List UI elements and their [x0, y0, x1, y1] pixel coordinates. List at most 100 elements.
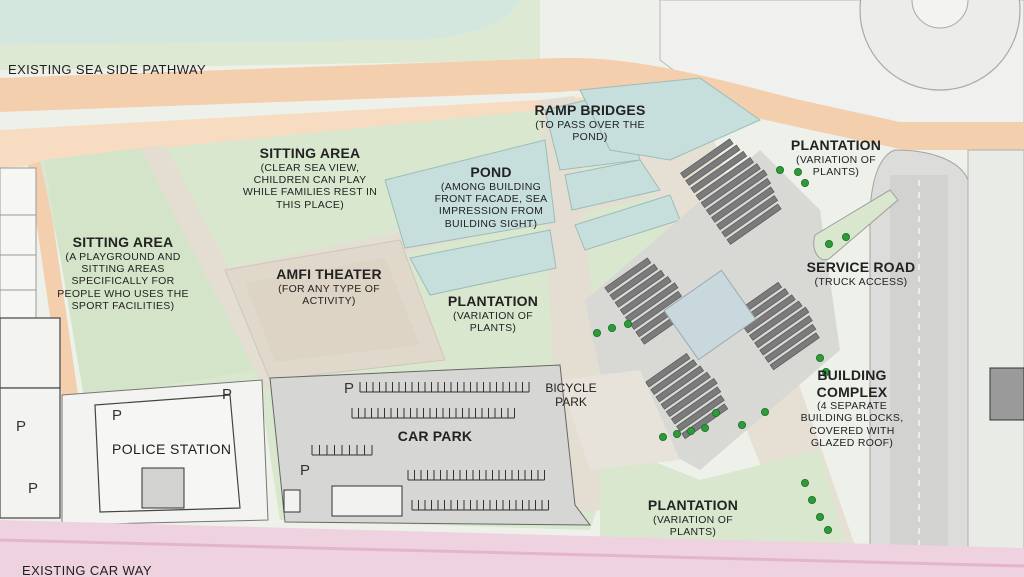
pond-middle [564, 159, 661, 211]
parking-symbol: P [28, 480, 39, 497]
sitting-area-left-title: SITTING AREA [72, 234, 174, 250]
amfi-theater-title: AMFI THEATER [276, 266, 382, 282]
roof-slat [614, 269, 665, 308]
bicycle-park-line1: BICYCLE [545, 381, 597, 395]
car-way-band [0, 520, 1024, 577]
police-hatch [141, 467, 185, 509]
roof-slat [726, 203, 782, 245]
tree [608, 323, 617, 332]
tree [816, 353, 825, 362]
plantation-south [600, 440, 850, 560]
plantation-mid-label: PLANTATION (VARIATION OF PLANTS) [434, 293, 552, 334]
roof-slat [705, 169, 768, 216]
tree [808, 495, 817, 504]
left-lower-block [0, 387, 61, 519]
car-park-area [269, 364, 592, 526]
sitting-area-center-label: SITTING AREA (CLEAR SEA VIEW, CHILDREN C… [236, 145, 384, 211]
car-way-label: EXISTING CAR WAY [22, 563, 152, 577]
tree [673, 429, 682, 438]
roundabout-inner [911, 0, 969, 29]
police-station-label: POLICE STATION [112, 441, 232, 457]
roof-slat [670, 386, 722, 425]
amfi-theater-label: AMFI THEATER (FOR ANY TYPE OF ACTIVITY) [262, 266, 396, 307]
tree [761, 407, 770, 416]
service-road-title: SERVICE ROAD [806, 259, 916, 275]
sea-side-pathway-label: EXISTING SEA SIDE PATHWAY [8, 62, 207, 77]
roof-slat [716, 186, 775, 231]
roof-slat [655, 365, 705, 403]
left-building [0, 317, 61, 389]
left-orange-path [28, 160, 78, 398]
tree [822, 367, 831, 376]
pond-west [384, 139, 556, 249]
tree [687, 426, 696, 435]
tree [712, 408, 721, 417]
roof-slat [604, 257, 652, 294]
roof-slat [625, 282, 679, 323]
tree [738, 420, 747, 429]
ramp-bridges-label: RAMP BRIDGES (TO PASS OVER THE POND) [528, 102, 652, 143]
tree [801, 478, 810, 487]
bicycle-park-line2: PARK [555, 395, 587, 410]
building-complex-title: BUILDING COMPLEX [816, 367, 888, 400]
tree [624, 319, 633, 328]
amfi-theater-desc: (FOR ANY TYPE OF ACTIVITY) [278, 282, 380, 307]
glazed-roof [663, 269, 757, 361]
roof-slat [609, 263, 659, 301]
tree [825, 239, 834, 248]
truck-access-loop [813, 189, 899, 261]
service-road-label: SERVICE ROAD (TRUCK ACCESS) [794, 259, 928, 288]
left-sitting-green [44, 148, 260, 398]
parking-symbol: P [222, 386, 233, 403]
roof-slat [630, 290, 682, 330]
right-building [989, 367, 1024, 421]
tree [593, 328, 602, 337]
car-park-kiosk [331, 485, 403, 517]
roof-slat [660, 371, 711, 410]
tree [816, 513, 825, 522]
tree [701, 423, 710, 432]
amfi-theater-inner [245, 258, 420, 362]
parking-symbol: P [300, 462, 311, 479]
sitting-area-center-desc: (CLEAR SEA VIEW, CHILDREN CAN PLAY WHILE… [242, 161, 378, 211]
ramp-bridges-title: RAMP BRIDGES [534, 102, 646, 118]
building-complex-label: BUILDING COMPLEX (4 SEPARATE BUILDING BL… [796, 367, 908, 450]
plantation-bottom-title: PLANTATION [647, 497, 739, 513]
tree [824, 526, 833, 535]
pond-title: POND [470, 164, 512, 180]
roof-slat [695, 157, 754, 201]
roof-slat [711, 178, 772, 223]
plantation-bottom-label: PLANTATION (VARIATION OF PLANTS) [638, 497, 748, 538]
roof-slat [764, 323, 817, 363]
bicycle-park-label: BICYCLE PARK [544, 381, 598, 409]
roof-slat [690, 150, 748, 194]
building-complex-desc: (4 SEPARATE BUILDING BLOCKS, COVERED WIT… [800, 400, 904, 450]
tree [842, 232, 851, 241]
right-side-land [967, 149, 1024, 577]
car-park-booth [283, 489, 301, 513]
roof-slat [754, 306, 810, 349]
roundabout [859, 0, 1021, 91]
roof-slat [619, 276, 672, 316]
pond-east [579, 77, 762, 161]
tree [801, 178, 810, 187]
roof-slat [743, 294, 796, 334]
pond-south [409, 229, 557, 296]
tree [776, 165, 785, 174]
ramp-bridges-desc: (TO PASS OVER THE POND) [535, 118, 645, 143]
roof-slat [676, 394, 725, 432]
roof-slat [680, 138, 734, 179]
roof-slat [645, 353, 691, 388]
tree [659, 432, 668, 441]
police-station-outline [94, 394, 241, 513]
roof-slat [650, 359, 698, 395]
sea-edge [0, 0, 520, 45]
tree [794, 167, 803, 176]
pond-label: POND (AMONG BUILDING FRONT FACADE, SEA I… [422, 164, 560, 230]
roof-slat [665, 377, 718, 417]
plantation-bottom-desc: (VARIATION OF PLANTS) [653, 513, 733, 538]
bicycle-plaza [560, 370, 680, 470]
parking-stalls [311, 382, 549, 511]
plantation-top-desc: (VARIATION OF PLANTS) [796, 153, 876, 178]
